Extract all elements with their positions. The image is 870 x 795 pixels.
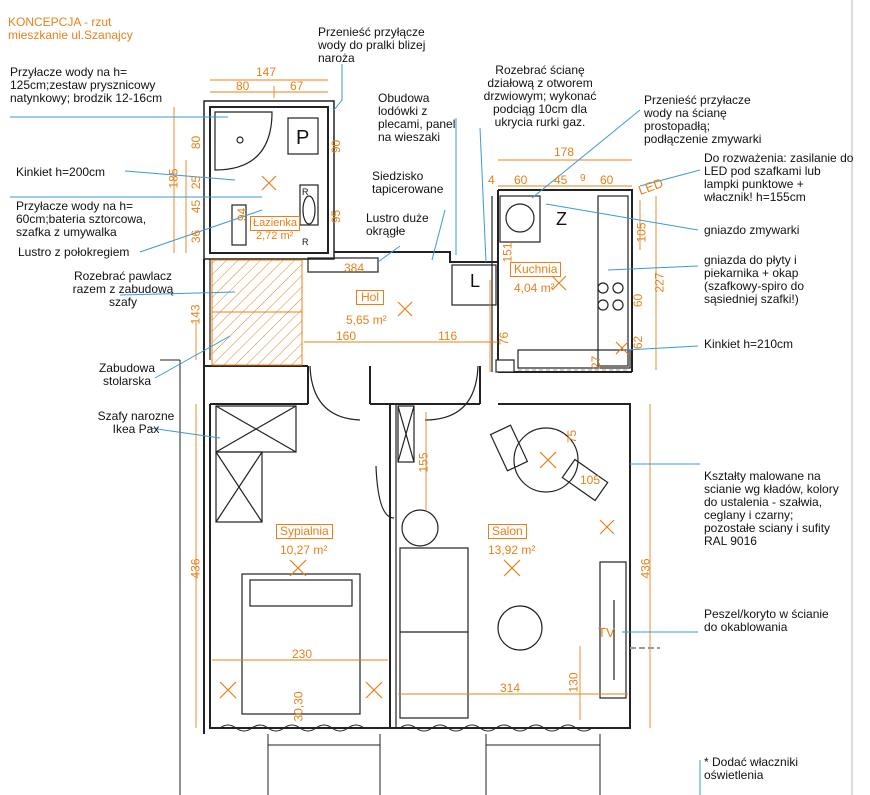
dim-9: 9 (580, 173, 586, 184)
kitchen-fixtures (451, 195, 631, 369)
dim-25: 25 (189, 175, 204, 190)
room-area-kuchnia: 4,04 m² (514, 281, 555, 295)
dim-314: 314 (500, 681, 521, 695)
label-r-2: R (302, 237, 309, 247)
dim-80: 80 (236, 79, 250, 93)
title-line-1: KONCEPCJA - rzut (8, 15, 112, 29)
bathroom-fixtures (214, 111, 319, 246)
dim-230: 230 (292, 647, 313, 661)
dim-116: 116 (438, 329, 458, 343)
note-ksztalty: Kształty malowane na scianie wg kładów, … (704, 469, 839, 548)
dim-36: 36 (189, 229, 204, 244)
room-label-lazienka: Łazienka (250, 216, 301, 231)
title-line-2: mieszkanie ul.Szanajcy (8, 28, 133, 42)
dim-30-30: 30,30 (291, 691, 306, 722)
dim-185: 185 (166, 168, 181, 189)
dim-94: 94 (235, 207, 250, 222)
room-label-hol: Hol (356, 290, 385, 305)
note-siedzisko: Siedzisko tapicerowane (372, 169, 444, 196)
dim-143: 143 (188, 304, 203, 325)
dim-227: 227 (652, 272, 667, 293)
dim-160: 160 (336, 329, 357, 343)
dim-75: 75 (565, 429, 580, 444)
label-r-1: R (302, 187, 309, 197)
note-led: Do rozważenia: zasilanie do LED pod szaf… (704, 151, 854, 204)
dim-95: 95 (329, 209, 344, 224)
room-area-sypialnia: 10,27 m² (280, 543, 328, 557)
dim-45: 45 (554, 173, 568, 187)
note-kinkiet-210: Kinkiet h=210cm (704, 337, 794, 351)
label-z: Z (556, 209, 567, 229)
dim-155: 155 (416, 452, 431, 473)
hall-fixtures (307, 257, 515, 421)
room-area-salon: 13,92 m² (488, 543, 536, 557)
dim-60-b: 60 (600, 173, 614, 187)
dim-130: 130 (566, 672, 581, 693)
label-tv: TV (598, 625, 615, 640)
note-lustro-polka: Lustro z połokregiem (18, 245, 130, 259)
dim-45-v: 45 (189, 199, 204, 214)
note-kinkiet-200: Kinkiet h=200cm (16, 165, 106, 179)
note-woda-prysznic: Przyłacze wody na h= 125cm;zestaw pryszn… (10, 65, 163, 105)
room-label-kuchnia: Kuchnia (510, 262, 562, 277)
dim-90: 90 (329, 139, 344, 154)
dim-436-a: 436 (188, 558, 203, 579)
drawing-title: KONCEPCJA - rzut mieszkanie ul.Szanajcy (8, 16, 133, 42)
dim-60-a: 60 (514, 173, 528, 187)
bedroom-furniture (241, 573, 361, 715)
dim-384: 384 (344, 261, 365, 275)
room-label-sypialnia: Sypialnia (276, 524, 333, 539)
living-furniture (399, 424, 627, 719)
room-area-lazienka: 2,72 m² (256, 230, 294, 242)
dimension-lines (173, 79, 657, 728)
note-lodowka: Obudowa lodówki z plecami, panel na wies… (378, 91, 456, 144)
note-gniazdo-zmywarki: gniazdo zmywarki (704, 223, 800, 237)
note-pawlacz: Rozebrać pawlacz razem z zabudową szafy (72, 269, 174, 309)
light-points (219, 175, 629, 699)
note-peszel: Peszel/koryto w ścianie do okablowania (704, 607, 829, 634)
note-woda-umywalka: Przyłacze wody na h= 60cm;bateria sztorc… (16, 199, 147, 239)
room-area-hol: 5,65 m² (346, 313, 387, 327)
note-wlaczniki: * Dodać właczniki oświetlenia (704, 755, 799, 782)
note-zabudowa: Zabudowa stolarska (98, 361, 156, 388)
note-zmywarka-woda: Przenieść przyłacze wody na ścianę prost… (644, 93, 762, 146)
windows (160, 359, 601, 795)
leader-lines (10, 64, 701, 795)
wardrobes (215, 405, 415, 523)
dim-147: 147 (256, 65, 277, 79)
dim-151: 151 (500, 242, 515, 263)
dim-436-b: 436 (638, 558, 653, 579)
room-label-salon: Salon (488, 524, 527, 539)
dim-105-b: 105 (580, 473, 601, 487)
label-p: P (296, 127, 310, 149)
dim-67: 67 (290, 79, 304, 93)
dim-80-v: 80 (189, 135, 204, 150)
dim-62: 62 (631, 335, 646, 350)
dim-4: 4 (488, 173, 495, 187)
note-sciana: Rozebrać ścianę działową z otworem drzwi… (483, 63, 597, 129)
note-szafy: Szafy narozne Ikea Pax (97, 409, 175, 436)
note-lustro-okragle: Lustro duże okrągłe (366, 211, 429, 238)
note-pralka: Przenieść przyłącze wody do pralki blize… (318, 25, 426, 65)
label-l: L (470, 271, 481, 291)
dim-76: 76 (497, 331, 512, 346)
dim-60-v: 60 (631, 293, 646, 308)
dim-105: 105 (634, 222, 649, 243)
dim-27: 27 (589, 355, 604, 370)
dim-178: 178 (554, 145, 575, 159)
note-gniazda-plyty: gniazda do płyty i piekarnika + okap (sz… (704, 253, 805, 306)
